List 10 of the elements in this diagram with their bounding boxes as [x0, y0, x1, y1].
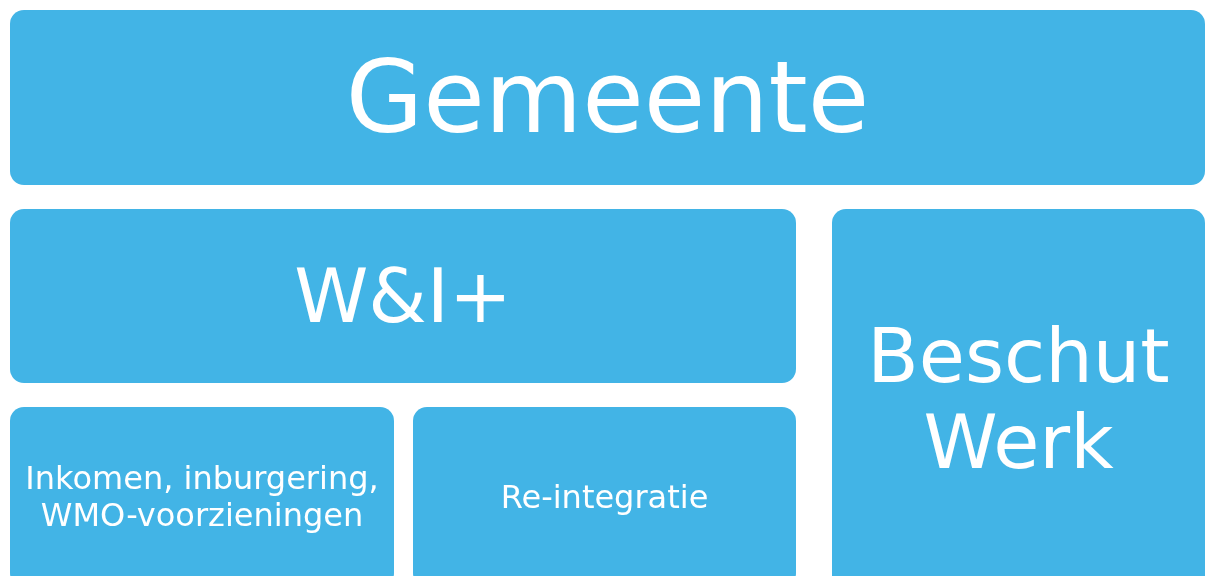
box-label: Inkomen, inburgering, WMO-voorzieningen — [24, 460, 380, 534]
box-label: Beschut Werk — [866, 312, 1171, 486]
service-box — [413, 407, 796, 576]
box-label: W&I+ — [294, 252, 512, 340]
box-label: Re-integratie — [500, 478, 709, 516]
box-label: Gemeente — [345, 40, 870, 155]
department-box — [832, 209, 1205, 576]
title-banner — [10, 10, 1205, 185]
department-box — [10, 209, 796, 383]
service-box — [10, 407, 394, 576]
